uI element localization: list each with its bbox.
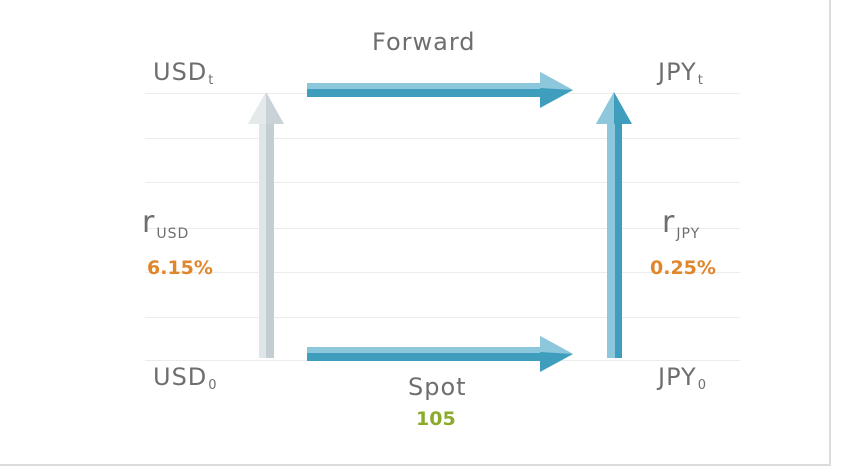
jpy-spot-node: JPY0 bbox=[658, 363, 707, 392]
gridline bbox=[145, 228, 740, 229]
node-base: JPY bbox=[658, 58, 697, 86]
gridline bbox=[145, 138, 740, 139]
gridline bbox=[145, 317, 740, 318]
rate-letter: r bbox=[142, 205, 155, 240]
jpy-future-node: JPYt bbox=[658, 58, 704, 87]
rate-subscript: JPY bbox=[676, 226, 701, 242]
jpy-rate-value: 0.25% bbox=[650, 257, 716, 279]
jpy-interest-arrow bbox=[596, 92, 632, 358]
node-base: JPY bbox=[658, 363, 697, 391]
node-subscript: 0 bbox=[208, 378, 218, 393]
node-subscript: t bbox=[697, 73, 704, 88]
forward-label: Forward bbox=[372, 28, 476, 56]
node-base: USD bbox=[153, 363, 208, 391]
usd-interest-arrow bbox=[248, 92, 284, 358]
frame-border-bottom bbox=[0, 464, 831, 466]
gridline bbox=[145, 182, 740, 183]
node-subscript: t bbox=[208, 73, 215, 88]
node-subscript: 0 bbox=[697, 378, 707, 393]
gridline bbox=[145, 272, 740, 273]
rate-subscript: USD bbox=[156, 226, 190, 242]
usd-spot-node: USD0 bbox=[153, 363, 218, 392]
frame-border-right bbox=[829, 0, 831, 466]
forward-arrow bbox=[307, 72, 573, 108]
spot-arrow bbox=[307, 336, 573, 372]
rate-letter: r bbox=[662, 205, 675, 240]
spot-rate-value: 105 bbox=[416, 408, 456, 430]
usd-rate-value: 6.15% bbox=[147, 257, 213, 279]
usd-future-node: USDt bbox=[153, 58, 214, 87]
spot-label: Spot bbox=[408, 373, 467, 401]
node-base: USD bbox=[153, 58, 208, 86]
